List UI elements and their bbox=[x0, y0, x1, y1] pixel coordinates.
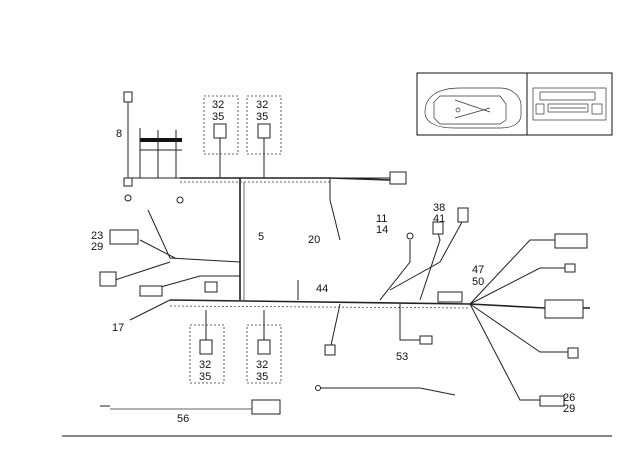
label-14: 14 bbox=[376, 224, 388, 236]
label-32-bottom-left: 32 bbox=[199, 359, 211, 371]
label-53: 53 bbox=[396, 351, 408, 363]
radio-unit-icon bbox=[532, 87, 607, 121]
dashed-box-bottom-left bbox=[189, 324, 225, 384]
label-35-bottom-left: 35 bbox=[199, 371, 211, 383]
harness-connectors bbox=[99, 171, 588, 415]
label-17: 17 bbox=[112, 322, 124, 334]
label-29-left: 29 bbox=[91, 241, 103, 253]
label-5: 5 bbox=[258, 231, 264, 243]
label-8: 8 bbox=[116, 128, 122, 140]
reference-labels: 8 32 35 32 35 23 29 5 20 11 14 38 41 47 … bbox=[91, 99, 575, 425]
label-23: 23 bbox=[91, 230, 103, 242]
label-47: 47 bbox=[472, 264, 484, 276]
harness-trunk bbox=[114, 91, 590, 401]
car-outline-icon bbox=[424, 87, 522, 129]
label-44: 44 bbox=[316, 283, 328, 295]
label-38: 38 bbox=[433, 202, 445, 214]
label-32-bottom-right: 32 bbox=[256, 359, 268, 371]
label-20: 20 bbox=[308, 234, 320, 246]
label-26: 26 bbox=[563, 392, 575, 404]
dashed-box-top-left bbox=[203, 95, 239, 155]
label-50: 50 bbox=[472, 276, 484, 288]
label-29-right: 29 bbox=[563, 403, 575, 415]
vehicle-location-inset bbox=[416, 72, 613, 136]
label-35-top-left: 35 bbox=[212, 111, 224, 123]
label-35-bottom-right: 35 bbox=[256, 371, 268, 383]
label-35-top-right: 35 bbox=[256, 111, 268, 123]
label-41: 41 bbox=[433, 213, 445, 225]
label-11: 11 bbox=[376, 213, 387, 225]
label-32-top-left: 32 bbox=[212, 99, 224, 111]
connector-icon bbox=[199, 123, 271, 355]
label-32-top-right: 32 bbox=[256, 99, 268, 111]
label-56: 56 bbox=[177, 413, 189, 425]
